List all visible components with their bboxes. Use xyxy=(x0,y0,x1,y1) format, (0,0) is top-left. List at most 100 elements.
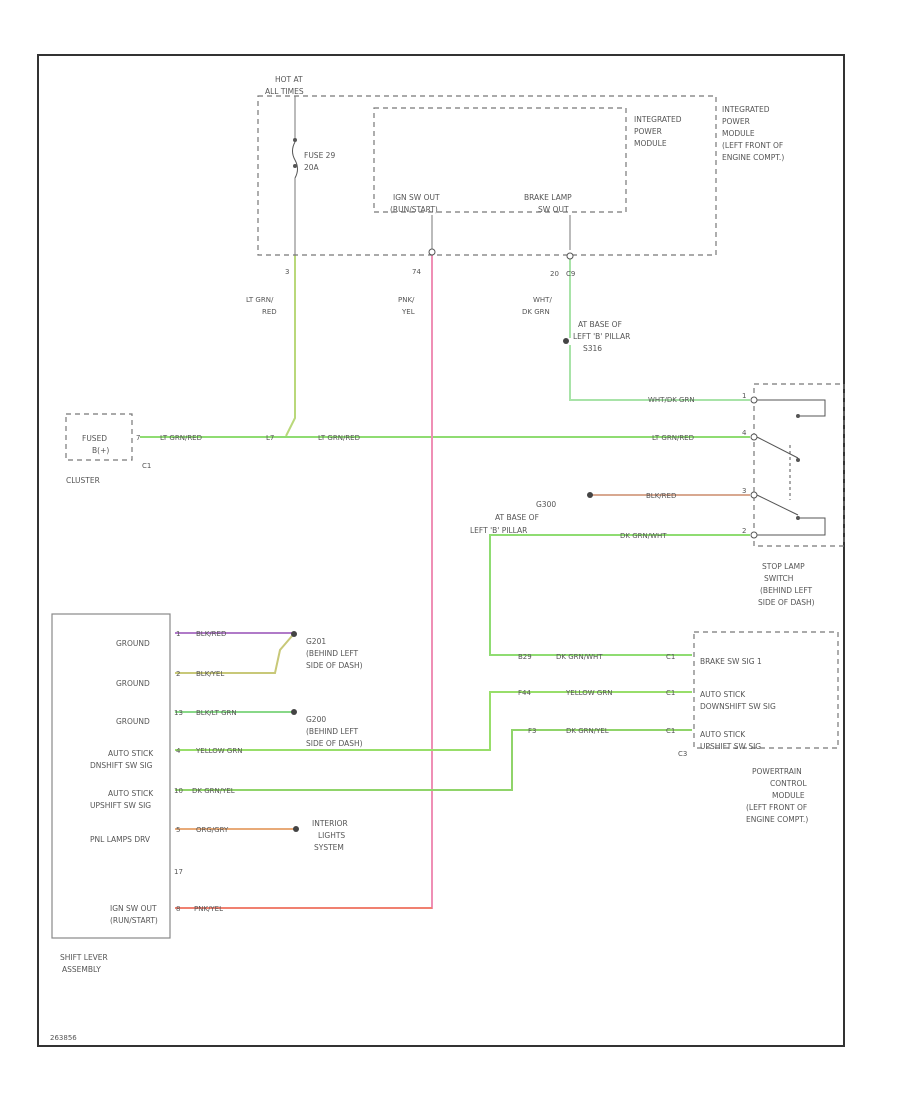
label-pnk-yel-sl: PNK/YEL xyxy=(194,905,223,913)
splice-s316 xyxy=(563,338,569,344)
shift-pin-1: 1 xyxy=(176,630,180,638)
label-org-gry-sl: ORG/GRY xyxy=(196,826,229,834)
label-pnk-yel: PNK/YEL xyxy=(398,296,415,316)
ipm-pin-3: 3 xyxy=(285,268,289,276)
label-yellow-grn-pcm: YELLOW GRN xyxy=(565,689,612,697)
wire-dkgrn-yel xyxy=(175,729,692,791)
ground-g200-dot xyxy=(291,709,297,715)
shift-ground-3-label: GROUND xyxy=(116,717,150,726)
ipm-pin-20: 20 xyxy=(550,270,559,278)
wire-yellow-grn xyxy=(175,691,692,751)
pcm-pin-b29: B29 xyxy=(518,653,532,661)
pcm-pin-f3: F3 xyxy=(528,727,536,735)
shift-pin-17: 17 xyxy=(174,868,183,876)
label-dkgrn-wht: DK GRN/WHT xyxy=(620,532,667,540)
wire-pnk-yel xyxy=(175,255,433,909)
ipm-pin-74: 74 xyxy=(412,268,421,276)
label-blk-red: BLK/RED xyxy=(646,492,676,500)
fuse-terminal-top xyxy=(293,138,297,142)
stop-switch-contact-bottom xyxy=(757,517,826,536)
label-blk-grn-sl: BLK/LT GRN xyxy=(196,709,237,717)
stop-switch-lever-1 xyxy=(756,436,799,459)
splice-ltgrn-pin: L7 xyxy=(266,434,274,442)
stop-pin-4 xyxy=(750,433,758,441)
pcm-connector-c3: C3 xyxy=(678,750,687,758)
label-dkgrn-yel-pcm: DK GRN/YEL xyxy=(566,727,609,735)
label-ltgrnred-stop: LT GRN/RED xyxy=(652,434,694,442)
ground-g300-dot xyxy=(587,492,593,498)
shift-ground-2-label: GROUND xyxy=(116,679,150,688)
label-ltgrnred-mid: LT GRN/RED xyxy=(318,434,360,442)
label-dkgrn-wht-pcm: DK GRN/WHT xyxy=(556,653,603,661)
pcm-pin-f44: F44 xyxy=(518,689,531,697)
stop-pin-2 xyxy=(750,531,758,539)
ipm-ign-out-label: IGN SW OUT(RUN/START) xyxy=(390,193,440,214)
wire-wht-dkgrn-stop-lamp xyxy=(569,345,750,401)
shift-ground-1-label: GROUND xyxy=(116,639,150,648)
stop-pin-4-label: 4 xyxy=(742,429,747,437)
stop-pin-3-label: 3 xyxy=(742,487,746,495)
ipm-pin-ign xyxy=(428,248,436,256)
shift-pin-8: 8 xyxy=(176,905,180,913)
wire-ltgrn-red-vertical xyxy=(285,255,296,437)
fuse-icon xyxy=(292,141,298,179)
pcm-brake-sw: BRAKE SW SIG 1 xyxy=(700,657,762,666)
diagram-id: 263856 xyxy=(50,1034,77,1042)
shift-ign-label: IGN SW OUT(RUN/START) xyxy=(110,904,158,925)
label-blk-yel-sl: BLK/YEL xyxy=(196,670,224,678)
label-ltgrn-red: LT GRN/RED xyxy=(246,296,277,316)
stop-switch-node-b xyxy=(796,458,800,462)
label-wht-dkgrn-h: WHT/DK GRN xyxy=(648,396,695,404)
shift-lever-box xyxy=(51,613,171,939)
cluster-pin: 7 xyxy=(136,434,140,442)
stop-switch-contact-top xyxy=(757,399,826,417)
shift-pin-4: 4 xyxy=(176,747,181,755)
label-dkgrn-yel-sl: DK GRN/YEL xyxy=(192,787,235,795)
cluster-name: CLUSTER xyxy=(66,476,100,485)
label-blk-red-sl: BLK/RED xyxy=(196,630,226,638)
shift-pnl-lamps-label: PNL LAMPS DRV xyxy=(90,835,151,844)
wire-shift-ground-2 xyxy=(175,635,293,674)
shift-pin-10: 10 xyxy=(174,787,183,795)
ipm-inner-box xyxy=(373,107,627,213)
cluster-box xyxy=(65,413,133,461)
stop-switch-lever-2 xyxy=(756,494,799,516)
cluster-connector: C1 xyxy=(142,462,151,470)
wire-dkgrn-wht xyxy=(489,534,750,656)
stop-pin-1-label: 1 xyxy=(742,392,746,400)
label-yel-grn-sl: YELLOW GRN xyxy=(195,747,242,755)
pcm-pin-c1-c: C1 xyxy=(666,727,675,735)
label-ltgrnred-cluster: LT GRN/RED xyxy=(160,434,202,442)
fuse-terminal-bottom xyxy=(293,164,297,168)
ipm-connector-c9: C9 xyxy=(566,270,575,278)
pcm-pin-c1-b: C1 xyxy=(666,689,675,697)
stop-switch-node-c xyxy=(796,516,800,520)
ipm-pin-brake xyxy=(566,252,574,260)
shift-pin-5: 5 xyxy=(176,826,180,834)
shift-pin-2: 2 xyxy=(176,670,180,678)
stop-lamp-switch-box xyxy=(753,383,845,547)
interior-lights-dot xyxy=(293,826,299,832)
ground-g201-dot xyxy=(291,631,297,637)
pcm-box xyxy=(693,631,839,749)
label-wht-dkgrn: WHT/DK GRN xyxy=(522,296,552,316)
pcm-pin-c1-a: C1 xyxy=(666,653,675,661)
